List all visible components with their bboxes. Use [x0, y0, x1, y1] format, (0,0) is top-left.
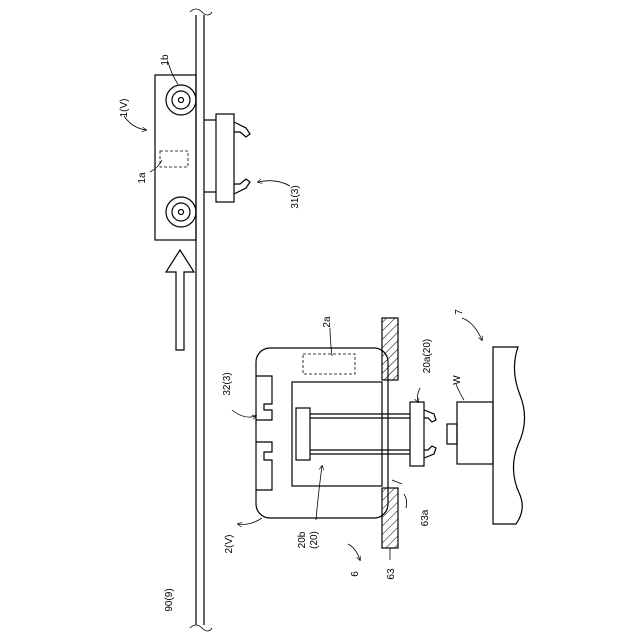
label-chuck20b-line1: 20b — [297, 531, 308, 548]
controller-1a — [160, 151, 188, 167]
label-vehicle2: 2(V) — [224, 535, 235, 554]
label-station: 7 — [454, 309, 465, 315]
label-rail: 90(9) — [164, 588, 175, 611]
station-7 — [493, 347, 525, 524]
vehicle-2 — [256, 348, 436, 518]
chuck-20a — [410, 402, 424, 466]
label-controller1: 1a — [137, 172, 148, 184]
label-controller2: 2a — [322, 316, 333, 328]
chuck-20b — [296, 408, 310, 460]
label-chuck20a: 20a(20) — [422, 339, 433, 373]
label-transfer31: 31(3) — [290, 185, 301, 208]
workpiece-w — [447, 402, 493, 464]
label-device6: 6 — [350, 571, 361, 577]
label-vehicle1: 1(V) — [119, 99, 130, 118]
label-workpiece: W — [452, 375, 463, 385]
rail — [190, 9, 212, 631]
label-wheel: 1b — [160, 54, 171, 66]
vehicle-1 — [155, 75, 196, 240]
transfer-31 — [204, 114, 250, 202]
wheel-top — [166, 85, 196, 115]
leader-lines — [124, 62, 482, 560]
label-hole63a: 63a — [420, 509, 431, 526]
label-transfer32: 32(3) — [222, 372, 233, 395]
plate-63 — [382, 318, 398, 548]
label-chuck20b-line2: (20) — [309, 531, 320, 549]
controller-2a — [303, 354, 355, 374]
label-plate63: 63 — [386, 568, 397, 580]
wheel-bottom — [166, 197, 196, 227]
travel-direction-arrow — [166, 250, 194, 350]
